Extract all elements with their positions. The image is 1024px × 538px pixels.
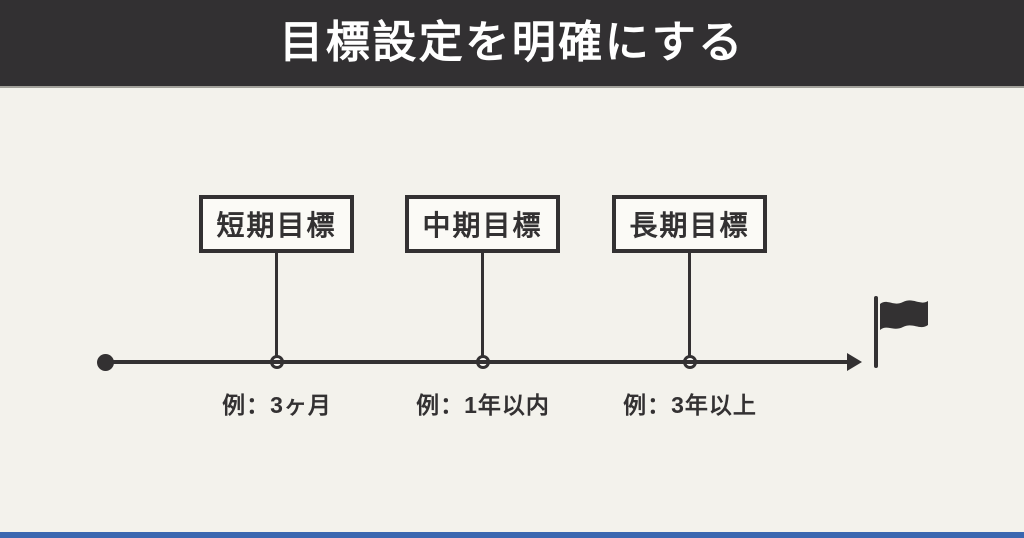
flag-pole xyxy=(874,296,878,368)
timeline-diagram: 短期目標 例：3ヶ月 中期目標 例：1年以内 長期目標 例：3年以上 xyxy=(0,88,1024,532)
milestone-connector-line xyxy=(275,253,278,356)
page-title: 目標設定を明確にする xyxy=(279,18,745,67)
bottom-accent-bar xyxy=(0,532,1024,538)
header-bar: 目標設定を明確にする xyxy=(0,0,1024,88)
goal-flag-icon xyxy=(880,299,928,335)
timeline-arrowhead xyxy=(847,353,862,371)
milestone-connector-line xyxy=(481,253,484,356)
milestone-label: 短期目標 xyxy=(216,210,337,241)
milestone-label: 長期目標 xyxy=(629,210,750,241)
timeline-start-dot xyxy=(97,354,114,371)
milestone-example-text: 例：3ヶ月 xyxy=(222,392,332,418)
milestone-box: 短期目標 xyxy=(199,195,354,253)
milestone-example-text: 例：1年以内 xyxy=(416,392,550,418)
milestone-box: 中期目標 xyxy=(405,195,560,253)
milestone-label: 中期目標 xyxy=(422,210,543,241)
milestone-example-text: 例：3年以上 xyxy=(623,392,757,418)
timeline-line xyxy=(105,360,852,364)
milestone-box: 長期目標 xyxy=(612,195,767,253)
milestone-connector-line xyxy=(688,253,691,356)
